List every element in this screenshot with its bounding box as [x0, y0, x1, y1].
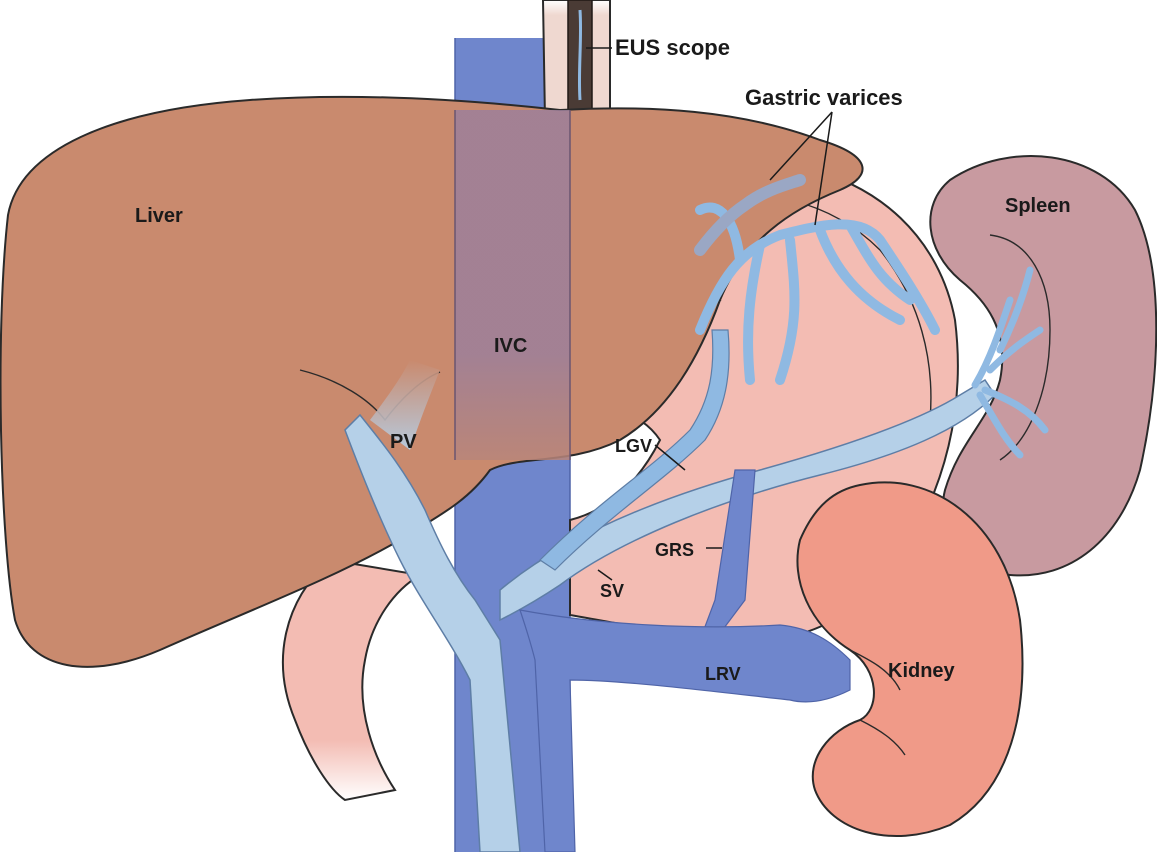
label-eus-scope: EUS scope — [615, 35, 730, 60]
label-pv: PV — [390, 431, 417, 453]
label-lgv: LGV — [615, 436, 652, 456]
aorta — [283, 560, 420, 800]
eus-scope-wire — [579, 10, 580, 100]
label-kidney: Kidney — [888, 660, 956, 682]
label-lrv: LRV — [705, 664, 741, 684]
label-ivc: IVC — [494, 335, 527, 357]
label-sv: SV — [600, 581, 624, 601]
left-renal-vein — [520, 610, 850, 852]
ivc-overlay — [455, 110, 570, 460]
label-gastric-varices: Gastric varices — [745, 85, 903, 110]
label-grs: GRS — [655, 540, 694, 560]
label-liver: Liver — [135, 205, 183, 227]
label-spleen: Spleen — [1005, 195, 1071, 217]
